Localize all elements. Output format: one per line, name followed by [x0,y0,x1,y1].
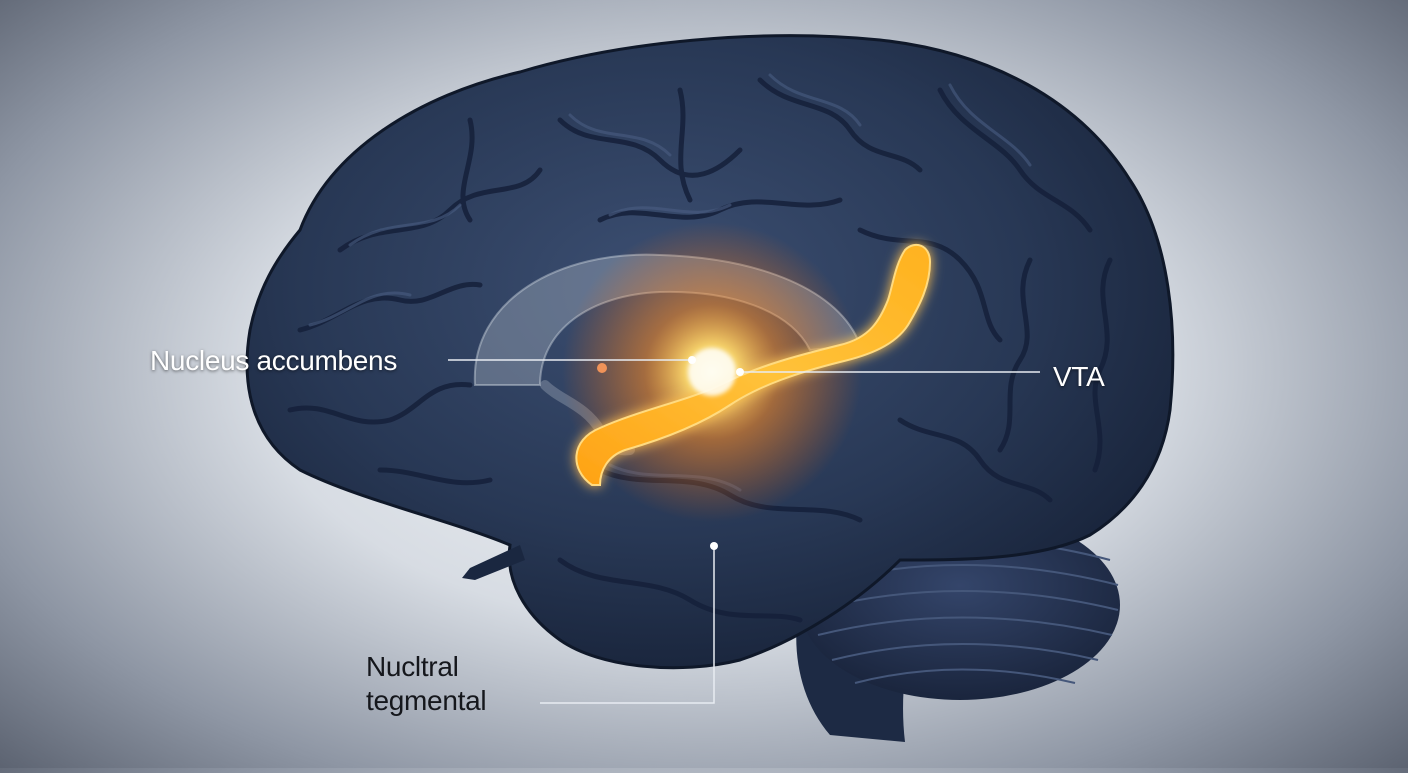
label-tegmental-line1: Nucltral [366,650,486,684]
label-nucleus-accumbens: Nucleus accumbens [150,344,397,378]
label-tegmental: Nucltral tegmental [366,650,486,718]
label-tegmental-line2: tegmental [366,684,486,718]
marker-dot [597,363,607,373]
glow-core [688,348,736,396]
anchor-dot-vta [736,368,744,376]
anchor-dot-tegmental [710,542,718,550]
anchor-dot-nucleus [688,356,696,364]
label-vta: VTA [1053,360,1104,394]
